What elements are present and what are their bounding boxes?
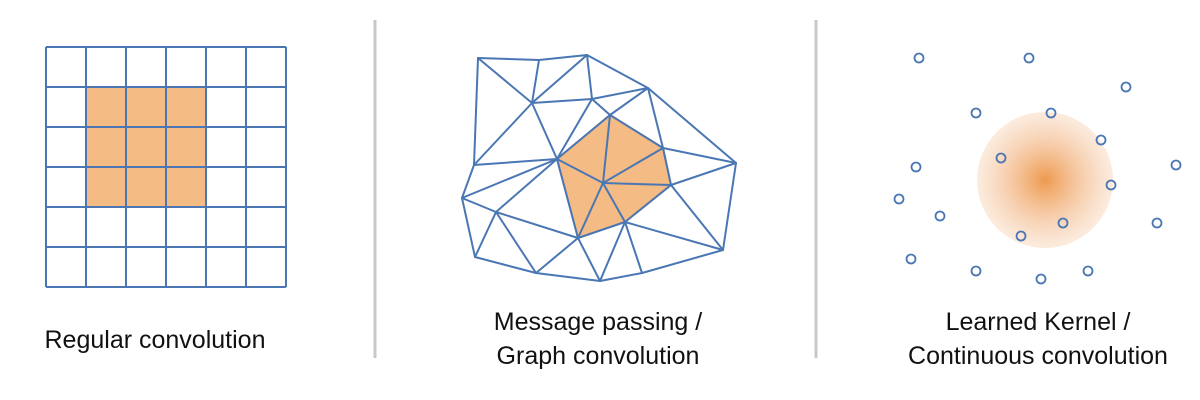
caption-graph-line-2: Graph convolution	[497, 342, 700, 370]
graph-edge	[586, 54, 593, 100]
caption-graph-line-1: Message passing /	[494, 308, 703, 336]
point-cloud-node	[1095, 134, 1107, 146]
point-cloud-node	[910, 161, 922, 173]
graph-edge	[474, 256, 537, 274]
caption-continuous-line-1: Learned Kernel /	[946, 308, 1131, 336]
graph-edge	[722, 162, 737, 251]
point-cloud-node	[1105, 179, 1117, 191]
graph-edge	[477, 57, 533, 104]
graph-edge	[602, 182, 626, 223]
point-cloud-node	[934, 210, 946, 222]
point-cloud-node	[970, 107, 982, 119]
point-cloud-node	[893, 193, 905, 205]
graph-mesh-panel	[461, 54, 737, 282]
graph-edge	[556, 114, 611, 160]
kernel-highlight-square	[86, 87, 206, 207]
point-cloud-node	[1015, 230, 1027, 242]
point-cloud-node	[913, 52, 925, 64]
graph-edge	[641, 249, 724, 274]
graph-edge	[591, 87, 649, 100]
graph-edge	[461, 197, 476, 258]
graph-edge	[535, 272, 601, 282]
graph-edge	[535, 237, 579, 274]
point-cloud-node	[905, 253, 917, 265]
point-cloud-node	[970, 265, 982, 277]
point-cloud-node	[1082, 265, 1094, 277]
graph-edge	[495, 158, 558, 213]
graph-edge	[577, 237, 601, 282]
graph-edge	[556, 158, 579, 239]
caption-regular-convolution: Regular convolution	[45, 326, 266, 354]
graph-edge	[531, 98, 593, 104]
graph-edge	[670, 184, 724, 251]
graph-edge	[599, 272, 643, 282]
regular-grid-panel	[45, 46, 287, 288]
graph-edge	[662, 147, 737, 164]
graph-edge	[473, 57, 479, 166]
graph-edge	[461, 164, 475, 199]
graph-edge	[602, 147, 664, 184]
graph-edge	[577, 221, 626, 239]
graph-edge	[473, 102, 533, 166]
graph-edge	[531, 59, 540, 104]
graph-edge	[538, 54, 588, 61]
graph-edge	[531, 54, 588, 104]
graph-edge	[602, 114, 611, 184]
point-cloud-node	[1151, 217, 1163, 229]
graph-edge	[495, 211, 579, 239]
graph-edge	[599, 221, 626, 282]
graph-edge	[473, 158, 558, 166]
graph-edge	[556, 98, 593, 160]
graph-edge	[461, 197, 497, 213]
graph-edge	[477, 57, 540, 61]
graph-edge	[461, 158, 558, 199]
graph-edge	[609, 87, 649, 116]
point-cloud-node	[1057, 217, 1069, 229]
graph-edge	[670, 162, 737, 186]
graph-edge	[647, 87, 664, 149]
graph-edge	[647, 87, 737, 164]
graph-edge	[495, 211, 537, 274]
graph-edge	[531, 102, 558, 160]
caption-continuous-line-2: Continuous convolution	[908, 342, 1168, 370]
graph-edge	[556, 158, 604, 184]
continuous-points-panel	[893, 52, 1182, 285]
graph-edge	[474, 211, 497, 258]
graph-edge	[624, 221, 724, 251]
graph-edge	[591, 98, 611, 116]
graph-edge	[577, 182, 604, 239]
point-cloud-node	[1170, 159, 1182, 171]
learned-kernel-disc	[977, 112, 1113, 248]
graph-edge	[662, 147, 672, 186]
point-cloud-node	[995, 152, 1007, 164]
graph-edge	[609, 114, 664, 149]
point-cloud-node	[1120, 81, 1132, 93]
point-cloud-node	[1045, 107, 1057, 119]
graph-edge	[624, 221, 643, 274]
graph-edge	[586, 54, 649, 89]
graph-edge	[602, 182, 672, 186]
point-cloud-node	[1035, 273, 1047, 285]
graph-edge	[624, 184, 672, 223]
point-cloud-node	[1023, 52, 1035, 64]
